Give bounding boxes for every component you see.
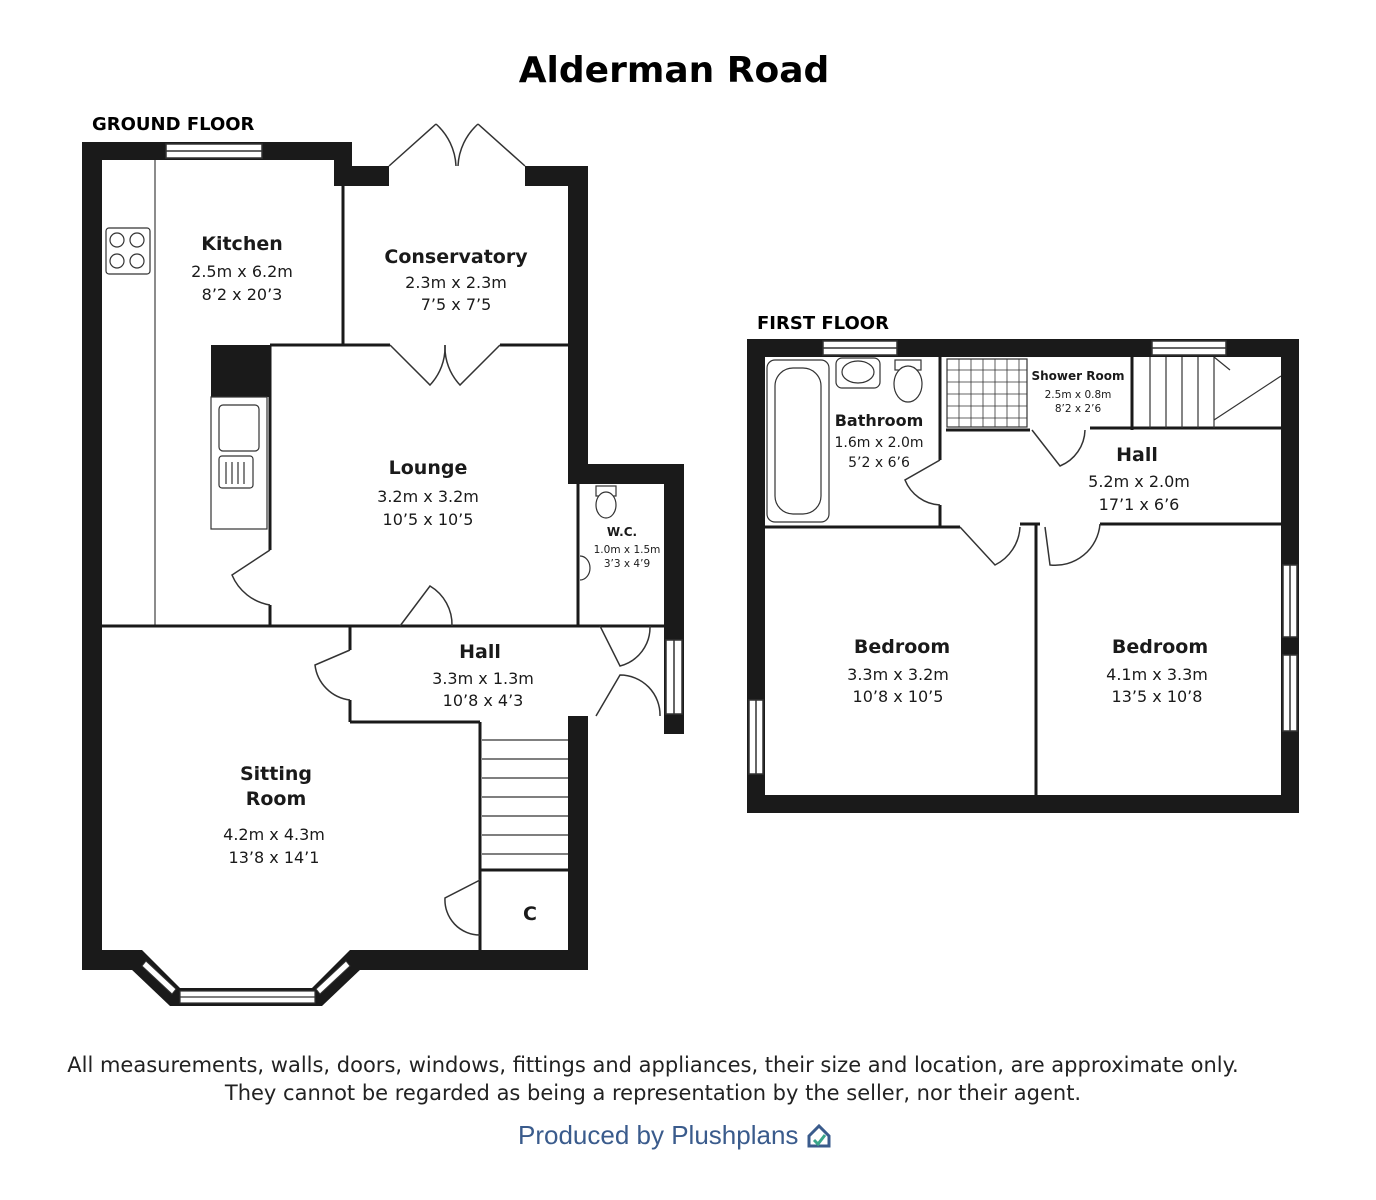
kitchen-metric: 2.5m x 6.2m	[191, 262, 293, 281]
shower-grid	[947, 359, 1027, 427]
ground-stairs	[482, 739, 568, 855]
kitchen-fittings	[105, 227, 268, 530]
shower-room-imperial: 8’2 x 2’6	[1055, 403, 1102, 415]
cupboard-label: C	[523, 903, 537, 925]
bay-window	[130, 950, 362, 1006]
kitchen-name: Kitchen	[201, 233, 283, 255]
first-stairs	[1149, 356, 1282, 428]
lounge-name: Lounge	[389, 457, 468, 479]
bathroom-metric: 1.6m x 2.0m	[835, 435, 924, 451]
ground-floor-walls	[82, 142, 684, 970]
conservatory-imperial: 7’5 x 7’5	[421, 295, 492, 314]
disclaimer-line-2: They cannot be regarded as being a repre…	[224, 1081, 1082, 1105]
lounge-metric: 3.2m x 3.2m	[377, 487, 479, 506]
first-hall-name: Hall	[1116, 444, 1158, 466]
first-hall-imperial: 17’1 x 6’6	[1099, 495, 1180, 514]
kitchen-imperial: 8’2 x 20’3	[202, 285, 283, 304]
basin-icon	[579, 555, 591, 581]
bedroom-1-metric: 3.3m x 3.2m	[847, 665, 949, 684]
hall-imperial: 10’8 x 4’3	[443, 691, 524, 710]
shower-room-metric: 2.5m x 0.8m	[1045, 389, 1112, 401]
conservatory-name: Conservatory	[384, 246, 528, 268]
ground-floor-label: GROUND FLOOR	[92, 114, 255, 135]
wc-name: W.C.	[607, 525, 637, 539]
bathroom-fittings	[766, 357, 1028, 523]
sitting-room-imperial: 13’8 x 14’1	[229, 848, 320, 867]
credit-text: Produced by Plushplans	[518, 1120, 799, 1150]
first-floor-interior-walls	[765, 357, 1281, 795]
first-hall-metric: 5.2m x 2.0m	[1088, 472, 1190, 491]
plan-title: Alderman Road	[519, 50, 830, 91]
bedroom-1-name: Bedroom	[854, 636, 950, 658]
shower-room-name: Shower Room	[1032, 369, 1125, 383]
plushplans-logo-icon	[807, 1123, 831, 1147]
first-floor-label: FIRST FLOOR	[757, 313, 889, 334]
bedroom-2-metric: 4.1m x 3.3m	[1106, 665, 1208, 684]
sitting-room-metric: 4.2m x 4.3m	[223, 825, 325, 844]
room-labels: Kitchen 2.5m x 6.2m 8’2 x 20’3 Conservat…	[191, 233, 1208, 925]
ground-floor-doors	[231, 123, 661, 936]
credit: Produced by Plushplans	[518, 1120, 832, 1151]
hall-metric: 3.3m x 1.3m	[432, 669, 534, 688]
bedroom-2-name: Bedroom	[1112, 636, 1208, 658]
first-floor-windows	[748, 340, 1298, 775]
hall-name: Hall	[459, 641, 501, 663]
lounge-imperial: 10’5 x 10’5	[383, 510, 474, 529]
first-floor-doors	[904, 429, 1101, 567]
bathroom-imperial: 5’2 x 6’6	[848, 455, 910, 471]
wc-imperial: 3’3 x 4’9	[604, 558, 650, 570]
ground-floor-interior-walls	[102, 160, 664, 950]
sitting-room-name-2: Room	[246, 788, 307, 810]
conservatory-metric: 2.3m x 2.3m	[405, 273, 507, 292]
wc-fittings	[579, 485, 617, 581]
bathroom-name: Bathroom	[835, 411, 924, 430]
disclaimer-line-1: All measurements, walls, doors, windows,…	[67, 1053, 1239, 1077]
ground-floor-windows	[165, 143, 683, 715]
bedroom-2-imperial: 13’5 x 10’8	[1112, 687, 1203, 706]
sitting-room-name-1: Sitting	[240, 763, 312, 785]
bedroom-1-imperial: 10’8 x 10’5	[853, 687, 944, 706]
wc-metric: 1.0m x 1.5m	[594, 544, 661, 556]
